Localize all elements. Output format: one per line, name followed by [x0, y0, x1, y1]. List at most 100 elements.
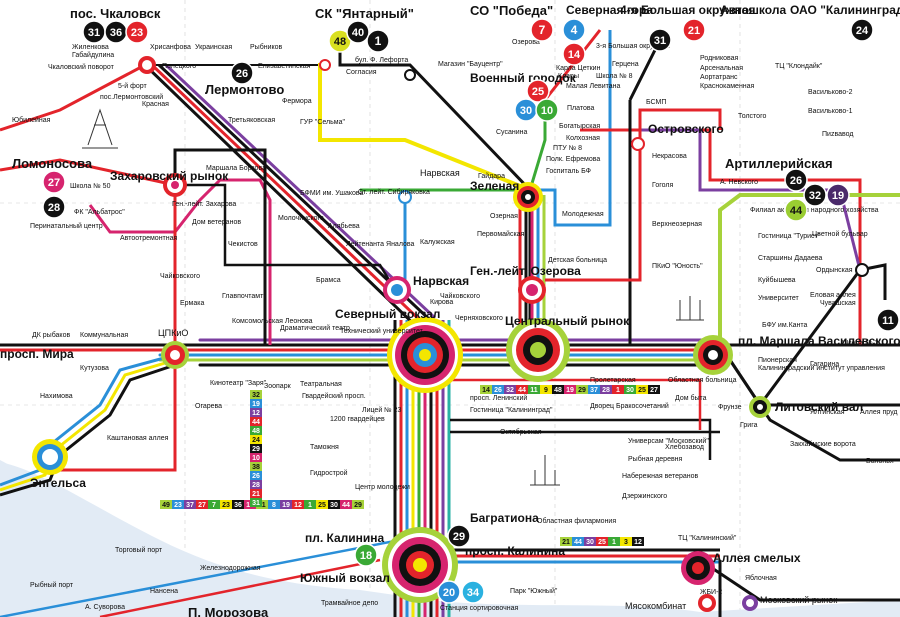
stop-label[interactable]: БФМИ им. Ушакова	[300, 190, 364, 197]
stop-label[interactable]: Гвардейский просп.	[302, 392, 366, 400]
strip-chip[interactable]: 19	[250, 399, 262, 408]
strip-chip[interactable]: 32	[250, 390, 262, 399]
stop-label[interactable]: Ст. лейт. Сибиряковка	[358, 188, 430, 196]
stop-label[interactable]: Васильково-1	[808, 108, 853, 115]
stop-label[interactable]: Старшины Дадаева	[758, 255, 822, 262]
route-badge-36[interactable]: 36	[104, 20, 128, 44]
strip-chip[interactable]: 25	[596, 537, 608, 546]
strip-chip[interactable]: 44	[340, 500, 352, 509]
label-moskovsky-rynok[interactable]: Московский рынок	[760, 595, 837, 605]
stop-label[interactable]: 3-я Большая окружная	[596, 43, 670, 50]
stop-label[interactable]: Школа № 8	[596, 73, 633, 80]
stop-label[interactable]: Школа № 2	[842, 340, 879, 347]
stop-label[interactable]: Фермора	[282, 98, 312, 105]
label-artilleriyskaya[interactable]: Артиллерийская	[725, 156, 833, 171]
stop-label[interactable]: Областная больница	[668, 376, 737, 384]
strip-chip[interactable]: 37	[588, 385, 600, 394]
stop-label[interactable]: Центр молодежи	[355, 484, 410, 491]
stop-label[interactable]: Аллея пруд	[860, 409, 897, 416]
label-severny-vokzal[interactable]: Северный вокзал	[335, 307, 440, 321]
strip-chip[interactable]: 25	[636, 385, 648, 394]
strip-chip[interactable]: 26	[492, 385, 504, 394]
stop-label[interactable]: Дзержинского	[622, 493, 667, 500]
label-lomonosova[interactable]: Ломоносова	[12, 156, 93, 171]
stop-label[interactable]: Коммунальная	[80, 332, 128, 339]
strip-chip[interactable]: 12	[250, 408, 262, 417]
stop-label[interactable]: Кинотеатр "Заря"	[210, 380, 267, 387]
stop-label[interactable]: Гидрострой	[310, 469, 348, 477]
stop-label[interactable]: Октябрьская	[500, 428, 542, 436]
stop-label[interactable]: Калининградский институт управления	[758, 364, 885, 372]
stop-label[interactable]: Университет	[758, 295, 800, 302]
stop-label[interactable]: Чекистов	[228, 241, 258, 248]
stop-label[interactable]: Фрунзе	[718, 404, 742, 411]
strip-chip[interactable]: 12	[632, 537, 644, 546]
route-badge-25[interactable]: 25	[526, 79, 550, 103]
strip-chip[interactable]: 30	[624, 385, 636, 394]
stop-label[interactable]: ФК "Альбатрос"	[74, 208, 125, 216]
stop-label[interactable]: просп. Ленинский	[470, 394, 527, 402]
stop-label[interactable]: Аортатранс	[700, 74, 738, 81]
route-badge-31[interactable]: 31	[82, 20, 106, 44]
stop-label[interactable]: ДК рыбаков	[32, 331, 70, 339]
stop-label[interactable]: Кутузова	[80, 365, 109, 372]
label-yuzhny-vokzal[interactable]: Южный вокзал	[300, 571, 390, 585]
stop-label[interactable]: Пролетарская	[590, 377, 636, 384]
stop-label[interactable]: ТЦ "Клондайк"	[775, 62, 823, 70]
strip-chip[interactable]: 26	[250, 471, 262, 480]
stop-label[interactable]: Полецкого	[162, 63, 196, 70]
label-voenny-gorodok[interactable]: Военный городок	[470, 71, 577, 85]
label-tsentralny-rynok[interactable]: Центральный рынок	[505, 314, 630, 328]
stop-label[interactable]: Яблочная	[745, 574, 777, 582]
strip-chip[interactable]: 3	[620, 537, 632, 546]
label-pl-kalinina[interactable]: пл. Калинина	[305, 531, 385, 545]
label-zelenaya[interactable]: Зеленая	[470, 179, 519, 193]
strip-chip[interactable]: 28	[600, 385, 612, 394]
strip-chip[interactable]: 19	[564, 385, 576, 394]
stop-label[interactable]: Хлебозавод	[665, 443, 704, 451]
label-myasokombinat[interactable]: Мясокомбинат	[625, 601, 686, 611]
stop-label[interactable]: Красная	[142, 101, 169, 108]
stop-label[interactable]: Жиленкова	[72, 44, 109, 51]
strip-chip[interactable]: 38	[250, 462, 262, 471]
label-narvskaya[interactable]: Нарвская	[413, 274, 469, 288]
route-badge-18[interactable]: 18	[354, 543, 378, 567]
stop-label[interactable]: Пиzвавод	[822, 131, 853, 138]
stop-label[interactable]: Госпиталь БФ	[546, 168, 591, 175]
stop-label[interactable]: Дворец Бракосочетаний	[590, 402, 669, 410]
stop-label[interactable]: Богатырская	[559, 123, 600, 130]
label-severnaya-gora[interactable]: Северная гора	[566, 3, 653, 17]
route-badge-26[interactable]: 26	[784, 168, 808, 192]
stop-label[interactable]: Черняховского	[455, 315, 503, 322]
strip-chip[interactable]: 23	[220, 500, 232, 509]
stop-label[interactable]: Ордынская	[816, 267, 853, 274]
label-lermontovo[interactable]: Лермонтово	[205, 82, 284, 97]
strip-chip[interactable]: 44	[572, 537, 584, 546]
stop-label[interactable]: Пионерская	[758, 357, 797, 364]
label-p-morozova[interactable]: П. Морозова	[188, 605, 269, 617]
strip-chip[interactable]: 12	[292, 500, 304, 509]
strip-chip[interactable]: 8	[268, 500, 280, 509]
route-badge-20[interactable]: 20	[437, 580, 461, 604]
stop-label[interactable]: Куйбышева	[758, 276, 796, 284]
stop-label[interactable]: Технический университет	[340, 327, 424, 335]
stop-label[interactable]: Закхаймские ворота	[790, 440, 856, 448]
route-badge-14[interactable]: 14	[562, 42, 586, 66]
stop-label[interactable]: Арсенальная	[700, 65, 743, 72]
strip-chip[interactable]: 29	[250, 444, 262, 453]
stop-label[interactable]: Клары	[558, 73, 579, 80]
stop-label[interactable]: Ген.-лейт. Захарова	[172, 200, 236, 208]
route-badge-32[interactable]: 32	[803, 183, 827, 207]
stop-label[interactable]: Трамвайное депо	[321, 599, 378, 607]
stop-label[interactable]: Дом быта	[675, 394, 707, 402]
stop-label[interactable]: Набережная ветеранов	[622, 472, 699, 480]
stop-label[interactable]: Украинская	[195, 44, 232, 51]
stop-label[interactable]: Ялтинская	[810, 409, 845, 416]
stop-label[interactable]: Универсам "Московский"	[628, 437, 709, 445]
stop-label[interactable]: Рыбников	[250, 43, 283, 51]
strip-chip[interactable]: 28	[250, 480, 262, 489]
label-marshala-vasilevskogo[interactable]: пл. Маршала Василевского	[738, 334, 900, 348]
route-badge-1[interactable]: 1	[366, 29, 390, 53]
stop-label[interactable]: Театральная	[300, 381, 342, 388]
stop-label[interactable]: А. Невского	[720, 179, 758, 186]
